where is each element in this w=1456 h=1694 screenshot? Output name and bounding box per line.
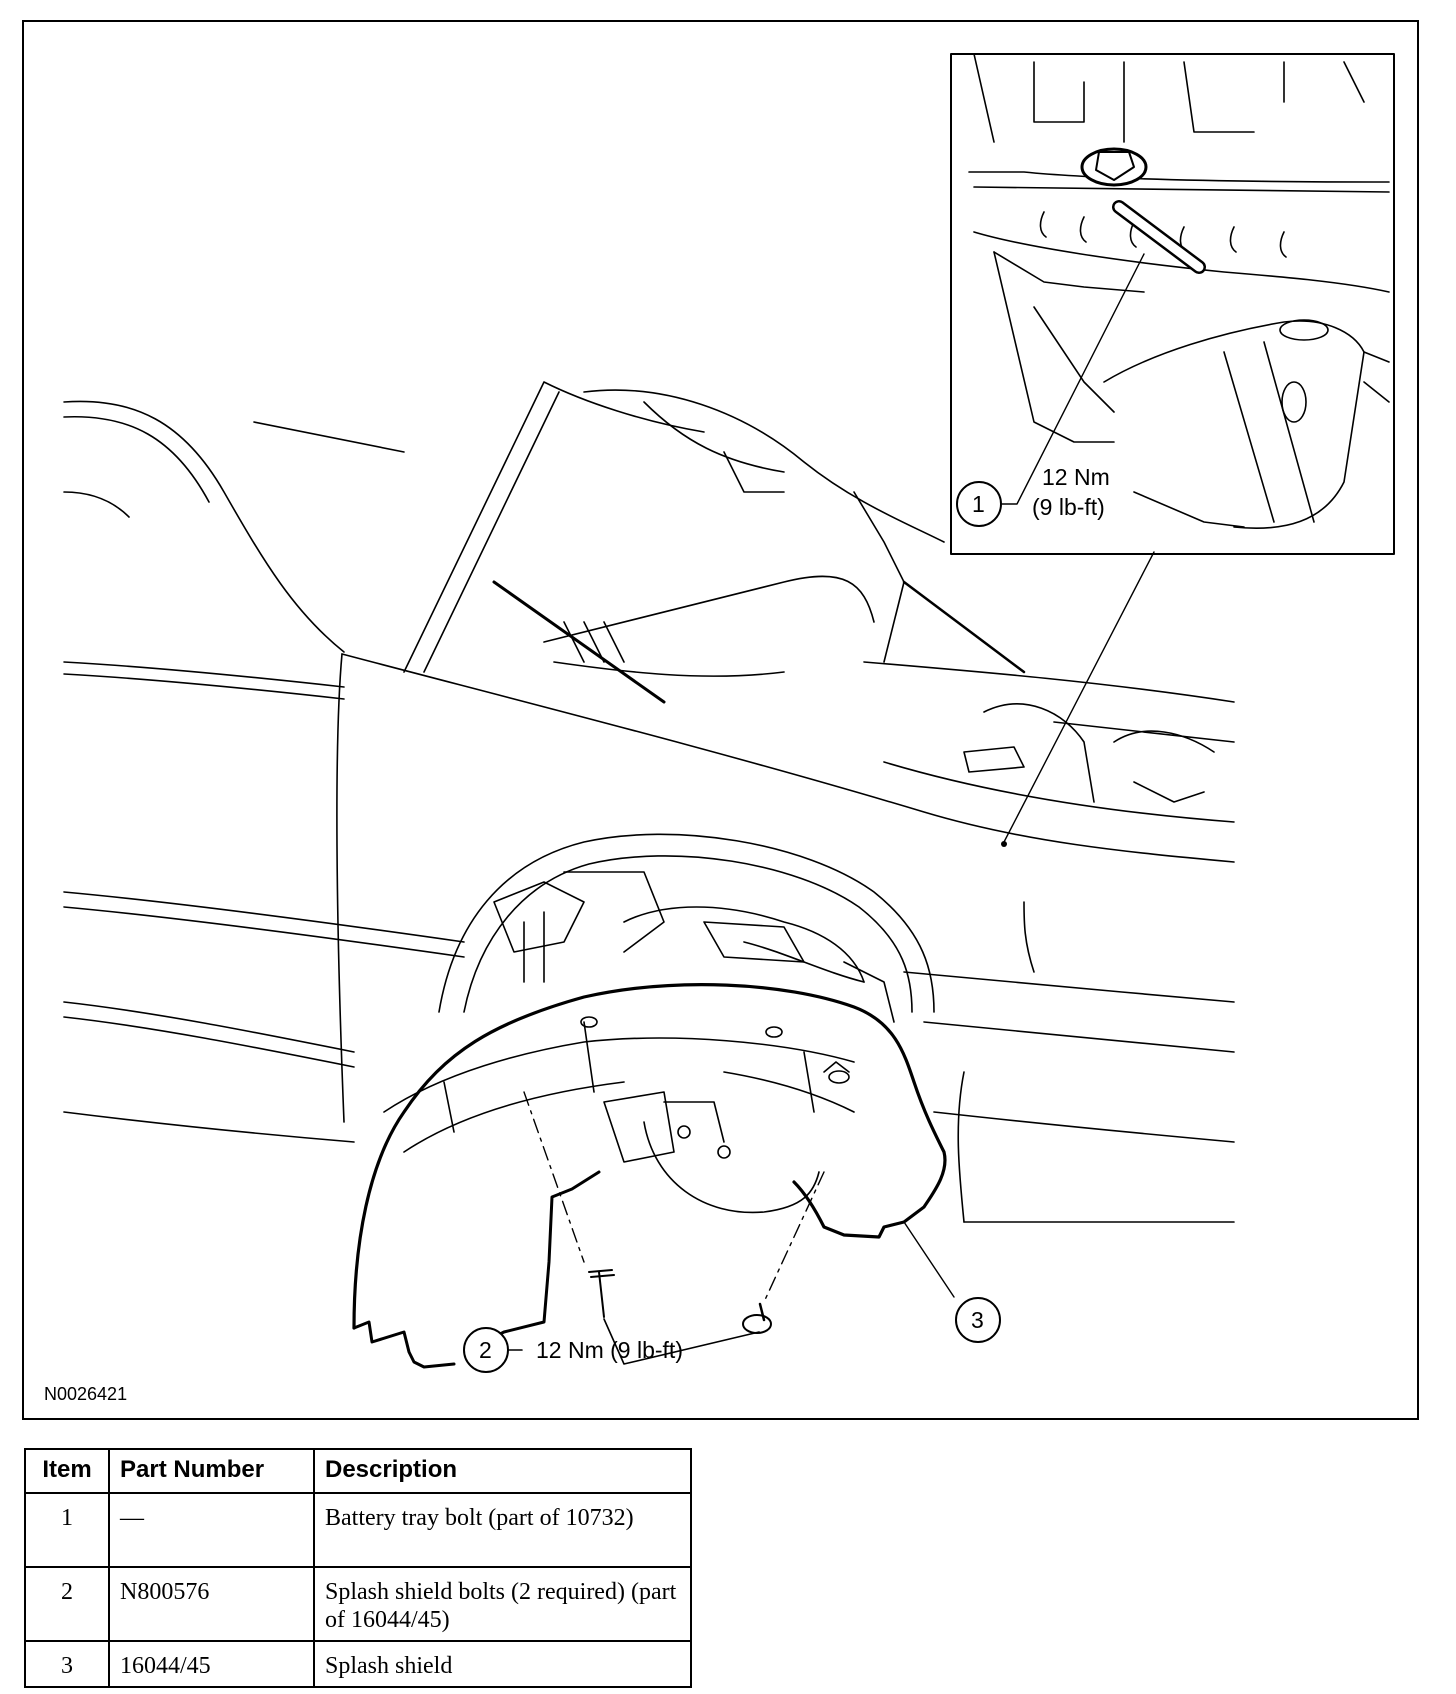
callout-number-1: 1 [972,491,985,517]
row-item: 3 [24,1640,110,1688]
parts-legend-table: Item Part Number Description 1 — Battery… [24,1448,692,1688]
row-part-number: — [108,1492,315,1568]
line-drawing [63,53,1395,1373]
inset-torque-lbft: (9 lb-ft) [1032,494,1105,520]
row-description: Battery tray bolt (part of 10732) [313,1492,692,1568]
callout-number-2: 2 [479,1337,492,1363]
row-description: Splash shield bolts (2 required) (part o… [313,1566,692,1642]
table-row: 3 16044/45 Splash shield [24,1640,692,1688]
figure-id: N0026421 [44,1384,128,1404]
splash-shield-drawing [352,983,947,1369]
splash-shield-bolts-drawing [523,1091,825,1365]
header-part-number: Part Number [108,1448,315,1494]
exploded-view-figure: 1 12 Nm (9 lb-ft) 2 12 Nm (9 lb-ft) 3 N0… [22,20,1419,1420]
header-item: Item [24,1448,110,1494]
row-item: 2 [24,1566,110,1642]
vehicle-body-drawing [63,381,1235,1223]
inset-detail [950,53,1395,555]
row-description: Splash shield [313,1640,692,1688]
table-header-row: Item Part Number Description [24,1448,692,1494]
row-item: 1 [24,1492,110,1568]
table-row: 2 N800576 Splash shield bolts (2 require… [24,1566,692,1642]
header-description: Description [313,1448,692,1494]
callout-circle-1 [956,481,1002,527]
callout-circle-3 [955,1297,1001,1343]
callout-number-3: 3 [971,1307,984,1333]
row-part-number: N800576 [108,1566,315,1642]
table-row: 1 — Battery tray bolt (part of 10732) [24,1492,692,1568]
bolts-torque-label: 12 Nm (9 lb-ft) [536,1337,683,1363]
row-part-number: 16044/45 [108,1640,315,1688]
inset-torque-nm: 12 Nm [1042,464,1110,490]
